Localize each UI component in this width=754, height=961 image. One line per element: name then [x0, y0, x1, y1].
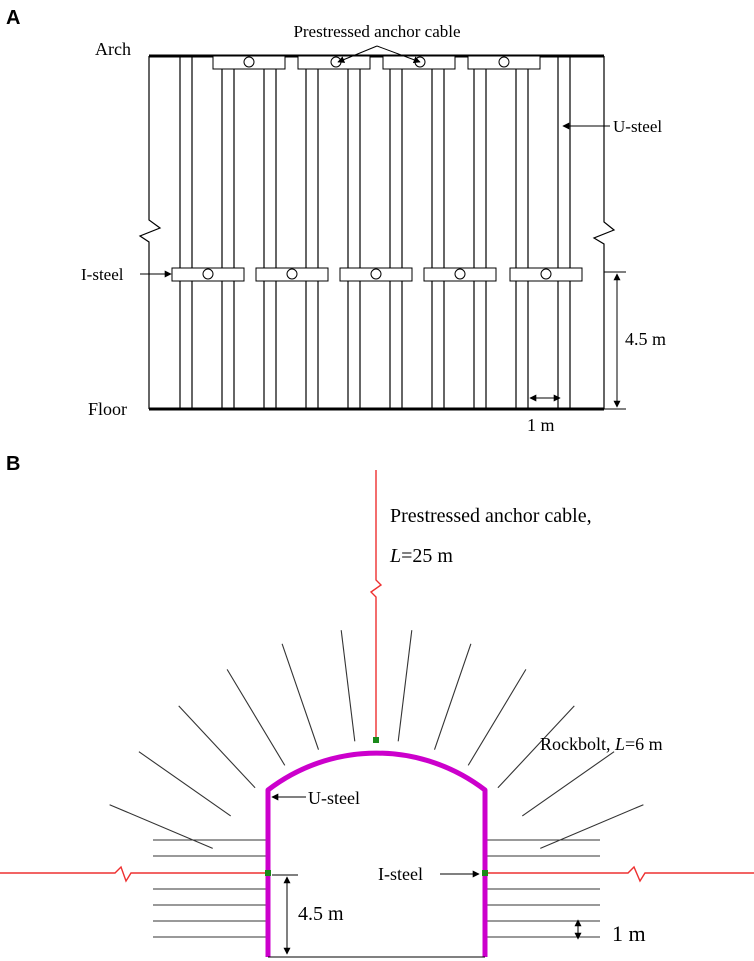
- isteel-label-a: I-steel: [81, 265, 124, 284]
- isteel-plate-row: [171, 267, 583, 282]
- anchor-pointer-right: [376, 45, 421, 64]
- wall-rockbolt-group: [153, 839, 600, 938]
- height-dimension-label-a: 4.5 m: [625, 329, 666, 349]
- height-dimension-label-b: 4.5 m: [298, 903, 344, 925]
- rockbolt: [226, 669, 286, 766]
- right-boundary: [592, 56, 616, 409]
- anchor-pointer-left: [337, 45, 378, 63]
- rockbolt-var: L: [614, 734, 625, 754]
- rockbolt: [467, 669, 527, 766]
- anchor-plate: [297, 55, 371, 70]
- steel-set-lines: [179, 56, 571, 409]
- connector-right: [482, 870, 488, 876]
- rockbolt-label: Rockbolt, L=6 m: [540, 734, 663, 754]
- panel-b-label: B: [6, 453, 20, 475]
- isteel-plate: [339, 267, 413, 282]
- anchor-plate-row: [212, 55, 541, 70]
- anchor-plate: [212, 55, 286, 70]
- anchor-cable-label-a: Prestressed anchor cable: [293, 22, 460, 41]
- isteel-plate: [255, 267, 329, 282]
- length-value: =25 m: [401, 545, 453, 567]
- connector-left: [265, 870, 271, 876]
- rockbolt: [281, 643, 320, 750]
- rockbolt-group: [109, 630, 644, 849]
- rockbolt: [109, 804, 213, 849]
- length-var: L: [389, 545, 401, 567]
- rockbolt: [138, 751, 232, 817]
- panel-b: B Prestressed anchor cable, L=25 m Rockb…: [0, 453, 754, 958]
- rockbolt: [540, 804, 644, 849]
- isteel-plate: [509, 267, 583, 282]
- isteel-plate: [171, 267, 245, 282]
- isteel-plate: [423, 267, 497, 282]
- anchor-cable-length-label: L=25 m: [389, 545, 453, 567]
- arch-label: Arch: [95, 39, 131, 59]
- panel-a: A Arch Floor Prestressed anchor cable: [6, 7, 666, 435]
- rockbolt: [397, 630, 413, 742]
- spacing-dimension-label-b: 1 m: [612, 921, 646, 946]
- panel-a-label: A: [6, 7, 20, 29]
- rockbolt: [178, 705, 256, 789]
- isteel-label-b: I-steel: [378, 864, 423, 884]
- rockbolt: [497, 705, 575, 789]
- anchor-cable-roof: [369, 470, 383, 740]
- rockbolt: [340, 630, 356, 742]
- u-steel-profile: [265, 750, 488, 957]
- spacing-dimension-label-a: 1 m: [527, 415, 555, 435]
- usteel-label-b: U-steel: [308, 788, 360, 808]
- anchor-plate: [382, 55, 456, 70]
- rockbolt-length: =6 m: [625, 734, 663, 754]
- anchor-plate: [467, 55, 541, 70]
- rockbolt: [433, 643, 472, 750]
- usteel-label-a: U-steel: [613, 117, 662, 136]
- floor-label: Floor: [88, 399, 127, 419]
- rockbolt-name: Rockbolt,: [540, 734, 615, 754]
- rockbolt: [521, 751, 615, 817]
- anchor-cable-label-b: Prestressed anchor cable,: [390, 505, 592, 527]
- anchor-cable-left: [0, 865, 268, 883]
- left-boundary: [138, 56, 162, 409]
- anchor-cable-right: [485, 865, 754, 883]
- connector-roof: [373, 737, 379, 743]
